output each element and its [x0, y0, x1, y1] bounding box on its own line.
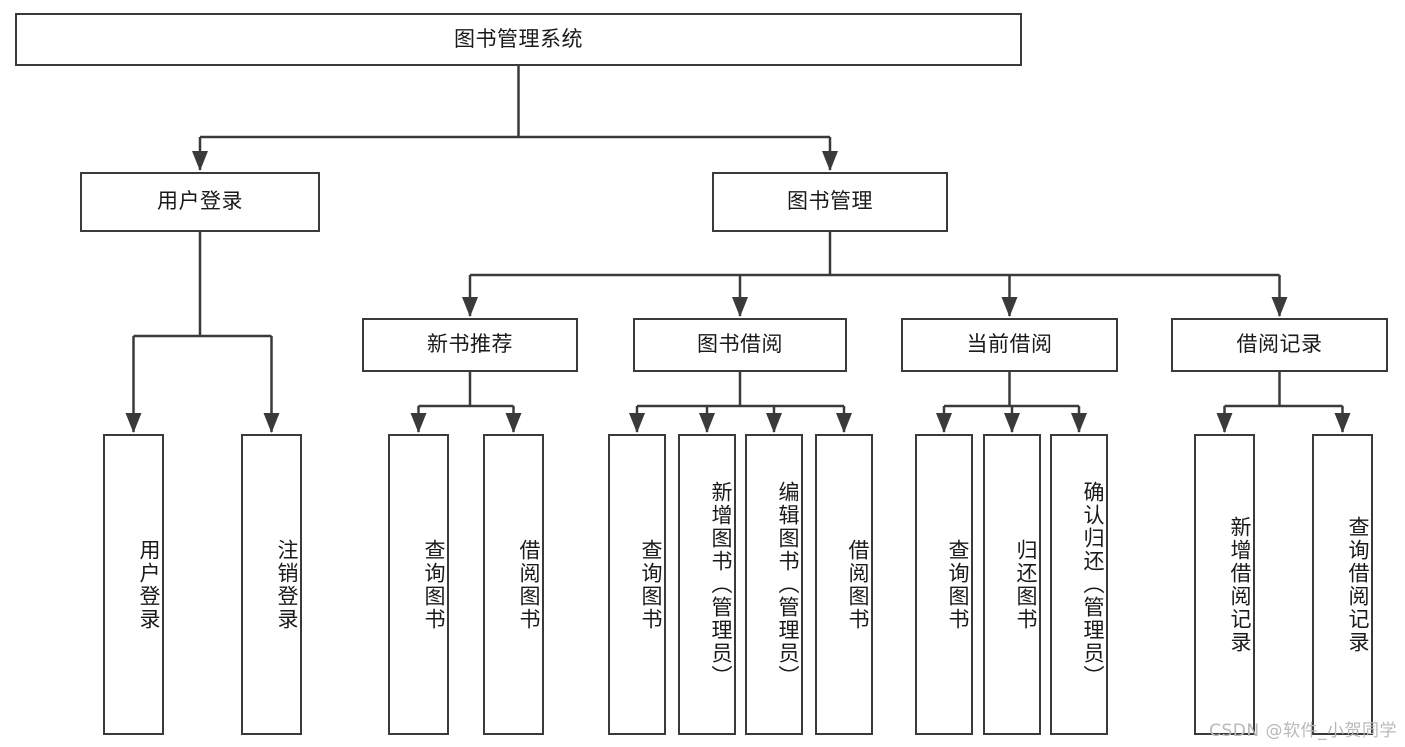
csdn-watermark: CSDN @软件_小贺同学	[1209, 721, 1397, 741]
node-leaf-user-logout-label: 注销登录	[275, 538, 299, 631]
node-leaf-add-book-label: 新增图书（管理员）	[709, 481, 733, 688]
node-leaf-add-borrow-record[interactable]: 新增借阅记录	[1194, 434, 1255, 735]
node-borrow-record-label: 借阅记录	[1236, 332, 1323, 357]
node-current-borrow[interactable]: 当前借阅	[901, 318, 1118, 372]
node-user-login[interactable]: 用户登录	[80, 172, 320, 232]
node-book-borrow-label: 图书借阅	[697, 332, 783, 357]
node-leaf-query-book-2-label: 查询图书	[639, 538, 663, 631]
node-leaf-query-borrow-record-label: 查询借阅记录	[1346, 515, 1370, 654]
node-leaf-confirm-return[interactable]: 确认归还（管理员）	[1050, 434, 1108, 735]
node-book-manage-label: 图书管理	[787, 189, 873, 214]
node-leaf-query-borrow-record[interactable]: 查询借阅记录	[1312, 434, 1373, 735]
node-book-borrow[interactable]: 图书借阅	[633, 318, 847, 372]
node-leaf-query-book-1[interactable]: 查询图书	[388, 434, 449, 735]
node-leaf-edit-book[interactable]: 编辑图书（管理员）	[745, 434, 803, 735]
node-leaf-query-book-2[interactable]: 查询图书	[608, 434, 666, 735]
node-leaf-edit-book-label: 编辑图书（管理员）	[776, 481, 800, 688]
node-book-manage[interactable]: 图书管理	[712, 172, 948, 232]
node-new-book-recommendation[interactable]: 新书推荐	[362, 318, 578, 372]
node-leaf-query-book-3[interactable]: 查询图书	[915, 434, 973, 735]
node-leaf-return-book-label: 归还图书	[1014, 538, 1038, 631]
node-new-book-recommendation-label: 新书推荐	[427, 332, 513, 357]
node-leaf-borrow-book-1[interactable]: 借阅图书	[483, 434, 544, 735]
node-user-login-label: 用户登录	[157, 189, 243, 214]
node-leaf-borrow-book-1-label: 借阅图书	[517, 538, 541, 631]
node-leaf-user-login-label: 用户登录	[137, 538, 161, 631]
node-leaf-query-book-1-label: 查询图书	[422, 538, 446, 631]
node-root-label: 图书管理系统	[454, 26, 583, 51]
node-leaf-add-book[interactable]: 新增图书（管理员）	[678, 434, 736, 735]
node-current-borrow-label: 当前借阅	[966, 332, 1053, 357]
node-leaf-query-book-3-label: 查询图书	[946, 538, 970, 631]
node-leaf-add-borrow-record-label: 新增借阅记录	[1228, 515, 1252, 654]
node-leaf-return-book[interactable]: 归还图书	[983, 434, 1041, 735]
node-leaf-confirm-return-label: 确认归还（管理员）	[1081, 481, 1105, 688]
node-borrow-record[interactable]: 借阅记录	[1171, 318, 1388, 372]
node-leaf-borrow-book-2-label: 借阅图书	[846, 538, 870, 631]
node-leaf-user-logout[interactable]: 注销登录	[241, 434, 302, 735]
node-leaf-user-login[interactable]: 用户登录	[103, 434, 164, 735]
node-root[interactable]: 图书管理系统	[15, 13, 1022, 66]
node-leaf-borrow-book-2[interactable]: 借阅图书	[815, 434, 873, 735]
